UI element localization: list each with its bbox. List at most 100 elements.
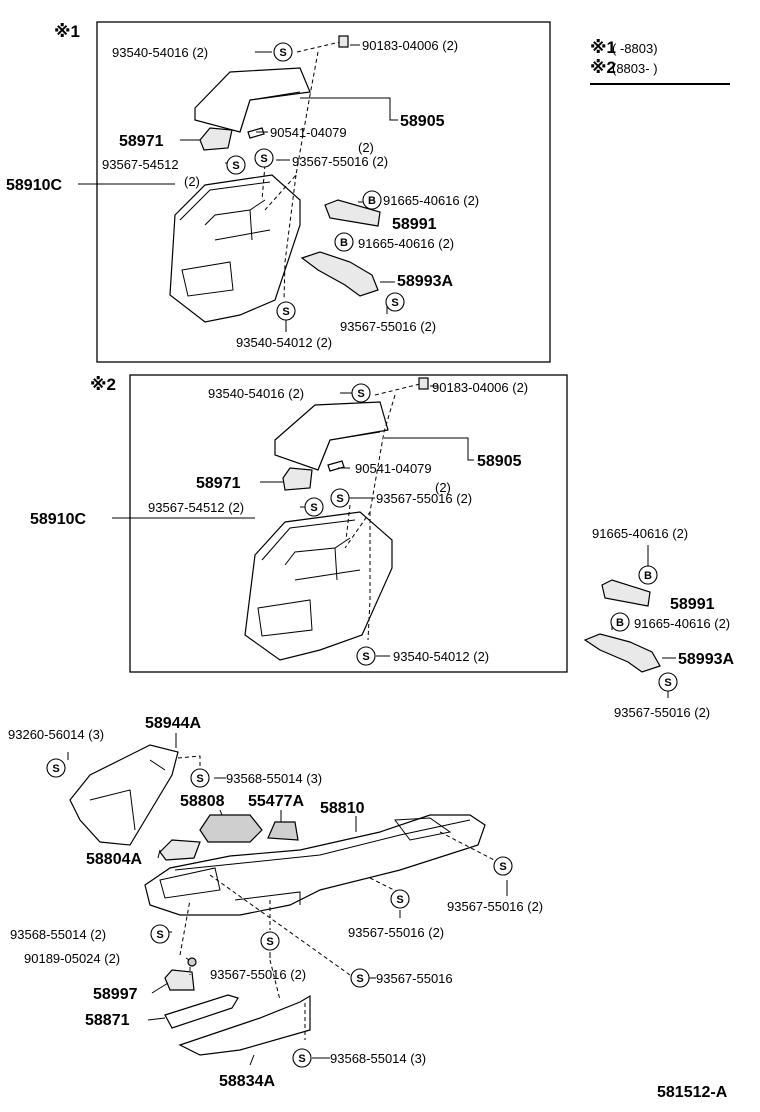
svg-text:S: S xyxy=(298,1053,305,1065)
box-1-label-bracket-2: 58993A xyxy=(397,273,453,290)
box-1-label-bolt-qty: (2) xyxy=(358,140,374,155)
box-2-screw-symbol-2: S xyxy=(304,497,324,517)
box-2-label-ashtray: 58971 xyxy=(196,475,241,492)
lower-label-trim: 58871 xyxy=(85,1012,130,1029)
box-1-label-screw-ashtray-qty: (2) xyxy=(184,174,200,189)
box-1-label-bolt-b2: 91665-40616 (2) xyxy=(358,236,454,251)
svg-text:B: B xyxy=(340,237,348,249)
svg-text:S: S xyxy=(310,502,317,514)
box-2-mark: ※2 xyxy=(90,375,116,394)
box-1-label-bolt: 90541-04079 xyxy=(270,125,347,140)
lower-label-screw-right: 93567-55016 (2) xyxy=(447,899,543,914)
lower-label-screw-lower-diag: 93567-55016 xyxy=(376,971,453,986)
boot-55477A-part xyxy=(267,821,299,841)
lower-label-console: 58810 xyxy=(320,800,365,817)
variant-2-mark: ※2 xyxy=(590,58,616,77)
svg-text:S: S xyxy=(196,773,203,785)
lower-label-screw-panel-2: 93568-55014 (3) xyxy=(226,771,322,786)
box-1-label-bracket-1: 58991 xyxy=(392,216,437,233)
lower-label-boot-2: 55477A xyxy=(248,793,304,810)
side-label-bracket-1: 58991 xyxy=(670,596,715,613)
lower-label-bracket: 58997 xyxy=(93,986,138,1003)
box-1-label-assembly: 58910C xyxy=(6,177,62,194)
svg-text:S: S xyxy=(396,894,403,906)
svg-text:S: S xyxy=(279,47,286,59)
svg-text:S: S xyxy=(52,763,59,775)
side-bolt-symbol-1: B xyxy=(638,565,658,585)
box-1-screw-symbol-5: S xyxy=(276,301,296,321)
lower-screw-symbol-5: S xyxy=(150,924,170,944)
box-1-bolt-part xyxy=(247,127,265,139)
side-label-bolt-b2: 91665-40616 (2) xyxy=(634,616,730,631)
lower-label-boot: 58808 xyxy=(180,793,225,810)
svg-text:S: S xyxy=(282,306,289,318)
box-1-label-screw-top-left: 93540-54016 (2) xyxy=(112,45,208,60)
console-58810-part xyxy=(144,814,486,916)
variant-2-group: ※2 S S S S 93540-54016 (2) 90183-04006 (… xyxy=(30,374,568,673)
box-1-label-screw-lower-right: 93567-55016 (2) xyxy=(340,319,436,334)
svg-text:S: S xyxy=(391,297,398,309)
lower-label-clip-left: 90189-05024 (2) xyxy=(24,951,120,966)
variant-1-mark: ※1 xyxy=(590,38,616,57)
box-2-label-screw-bottom: 93540-54012 (2) xyxy=(393,649,489,664)
box-2-screw-symbol-4: S xyxy=(356,646,376,666)
lower-screw-symbol-8: S xyxy=(292,1048,312,1068)
side-label-screw: 93567-55016 (2) xyxy=(614,705,710,720)
lower-screw-symbol-4: S xyxy=(390,889,410,909)
variant-legend: ※1 ( -8803) ※2 (8803- ) xyxy=(590,38,730,85)
lower-assembly-group: S S S S S S S S 58944A 93260-56014 (3) 9… xyxy=(8,715,543,1090)
side-label-bracket-2: 58993A xyxy=(678,651,734,668)
box-2-console-part xyxy=(244,511,393,661)
lower-clip-part xyxy=(187,957,197,967)
lower-screw-symbol-1: S xyxy=(46,758,66,778)
box-1-bracket-2-part xyxy=(300,251,379,297)
box-2-screw-symbol-3: S xyxy=(330,488,350,508)
svg-text:S: S xyxy=(336,493,343,505)
box-2-label-screw-ashtray: 93567-54512 (2) xyxy=(148,500,244,515)
box-1-label-ashtray: 58971 xyxy=(119,133,164,150)
box-1-frame xyxy=(96,21,551,363)
bracket-58997-part xyxy=(164,969,195,991)
side-label-bolt-b1: 91665-40616 (2) xyxy=(592,526,688,541)
box-1-label-lid: 58905 xyxy=(400,113,445,130)
svg-text:B: B xyxy=(644,570,652,582)
box-2-label-bolt-qty: (2) xyxy=(435,480,451,495)
box-1-screw-symbol-2: S xyxy=(226,155,246,175)
box-1-label-screw-bottom: 93540-54012 (2) xyxy=(236,335,332,350)
box-1-screw-symbol-3: S xyxy=(254,148,274,168)
box-2-label-screw-mid: 93567-55016 (2) xyxy=(376,491,472,506)
side-bracket-2-part xyxy=(583,633,661,673)
svg-text:S: S xyxy=(356,973,363,985)
variant-2-range: (8803- ) xyxy=(612,61,658,76)
trim-58871-part xyxy=(164,994,239,1029)
lower-label-screw-left: 93568-55014 (2) xyxy=(10,927,106,942)
panel-58944A-part xyxy=(69,744,179,846)
box-2-bolt-part xyxy=(327,460,345,472)
lower-label-screw-panel: 93260-56014 (3) xyxy=(8,727,104,742)
box-1-lid-part xyxy=(194,67,311,133)
svg-text:S: S xyxy=(156,929,163,941)
box-2-label-lid: 58905 xyxy=(477,453,522,470)
lower-screw-symbol-3: S xyxy=(493,856,513,876)
box-2-screw-symbol-1: S xyxy=(351,383,371,403)
svg-text:S: S xyxy=(664,677,671,689)
box-2-clip-part xyxy=(418,377,429,390)
svg-text:B: B xyxy=(616,617,624,629)
side-bolt-symbol-2: B xyxy=(610,612,630,632)
box-1-screw-symbol-4: S xyxy=(385,292,405,312)
svg-text:S: S xyxy=(266,936,273,948)
box-2-label-assembly: 58910C xyxy=(30,511,86,528)
svg-text:S: S xyxy=(232,160,239,172)
lower-screw-symbol-2: S xyxy=(190,768,210,788)
side-screw-symbol: S xyxy=(658,672,678,692)
box-2-label-screw-top-left: 93540-54016 (2) xyxy=(208,386,304,401)
svg-text:S: S xyxy=(260,153,267,165)
box-2-lid-part xyxy=(274,401,389,471)
lower-label-screw-center: 93567-55016 (2) xyxy=(348,925,444,940)
diagram-id: 581512-A xyxy=(657,1084,728,1101)
lower-screw-symbol-7: S xyxy=(350,968,370,988)
variant-1-range: ( -8803) xyxy=(612,41,658,56)
variant-1-group: ※1 S S S B B S S 93540-54016 (2) 90183-0… xyxy=(6,21,551,363)
svg-text:S: S xyxy=(362,651,369,663)
side-brackets-group: B B S 91665-40616 (2) 58991 91665-40616 … xyxy=(583,526,734,720)
